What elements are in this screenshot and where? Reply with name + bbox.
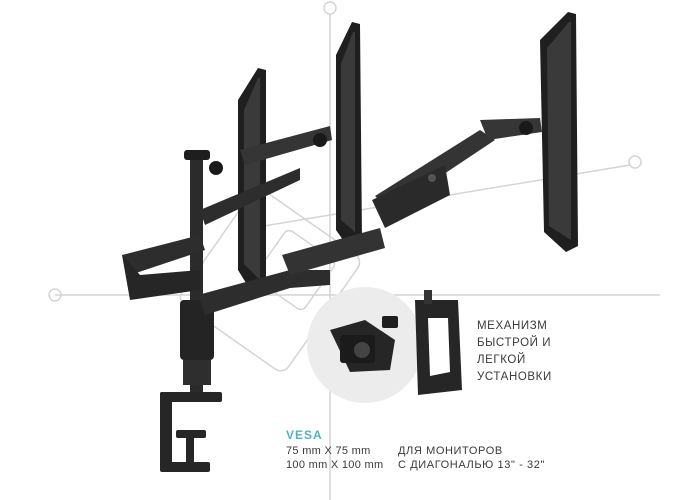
monitor-right (540, 12, 578, 252)
diagonal-line-2: С ДИАГОНАЛЬЮ 13" - 32" (398, 459, 545, 471)
watermark-circle (323, 1, 337, 15)
watermark-circle (48, 288, 62, 302)
mechanism-line: МЕХАНИЗМ (477, 320, 548, 332)
mechanism-line: БЫСТРОЙ И (477, 337, 552, 349)
watermark-shape (254, 229, 336, 311)
vesa-plate (415, 290, 462, 395)
mechanism-line: ЛЕГКОЙ (477, 354, 526, 366)
vesa-size-75: 75 mm X 75 mm (286, 445, 371, 457)
desk-clamp (160, 392, 222, 472)
monitor-center (336, 22, 362, 250)
vesa-title: VESA (286, 428, 323, 442)
mechanism-description: МЕХАНИЗМ БЫСТРОЙ И ЛЕГКОЙ УСТАНОВКИ (477, 318, 552, 386)
vesa-size-100: 100 mm X 100 mm (286, 459, 384, 471)
monitor-left (238, 68, 266, 296)
diagonal-line-1: ДЛЯ МОНИТОРОВ (398, 445, 503, 457)
watermark-circle (628, 155, 642, 169)
mechanism-line: УСТАНОВКИ (477, 371, 552, 383)
detail-zoom (307, 287, 423, 403)
mount-arms (122, 118, 542, 315)
